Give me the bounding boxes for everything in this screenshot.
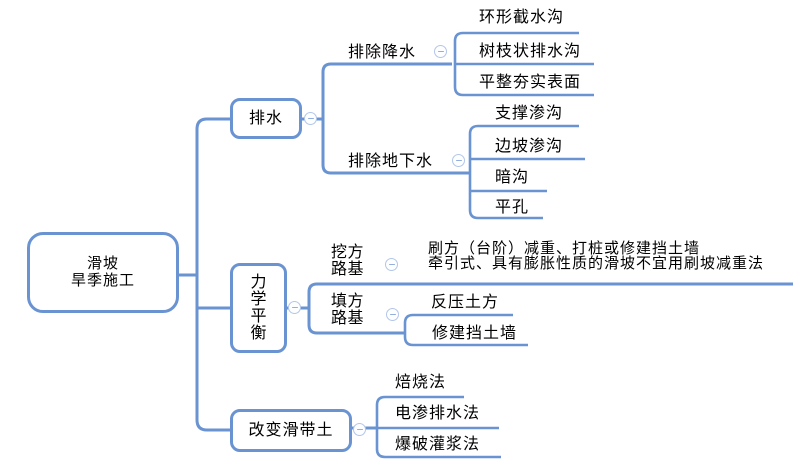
- leaf-cut-roadbed-note-line1: 刷方（台阶）减重、打桩或修建挡土墙: [428, 241, 701, 257]
- leaf-slope-seepage-ditch[interactable]: 边坡渗沟: [495, 138, 564, 155]
- topic-remove-rainwater[interactable]: 排除降水: [348, 44, 417, 61]
- leaf-branch-drain-ditch[interactable]: 树枝状排水沟: [479, 43, 582, 60]
- leaf-counter-pressure-earth[interactable]: 反压土方: [431, 294, 500, 311]
- node-root[interactable]: 滑坡 旱季施工: [27, 232, 179, 313]
- connector-trunk: [195, 117, 230, 432]
- leaf-support-seepage-ditch[interactable]: 支撑渗沟: [495, 105, 564, 122]
- collapse-icon-slide-soil[interactable]: [353, 423, 366, 436]
- leaf-cut-roadbed-note-line2: 牵引式、具有膨胀性质的滑坡不宜用刷坡减重法: [428, 256, 765, 272]
- node-drainage-label: 排水: [248, 110, 283, 127]
- leaf-horizontal-hole[interactable]: 平孔: [495, 199, 530, 216]
- node-change-slide-soil-label: 改变滑带土: [248, 422, 334, 439]
- leaf-roasting-method[interactable]: 焙烧法: [395, 374, 447, 391]
- leaf-flatten-compact-surface[interactable]: 平整夯实表面: [479, 74, 582, 91]
- topic-cut-roadbed-line2: 路基: [331, 260, 365, 278]
- collapse-icon-groundwater[interactable]: [452, 154, 465, 167]
- node-mechanical-balance-label: 力学平衡: [250, 274, 267, 342]
- topic-fill-roadbed-line2: 路基: [331, 309, 365, 327]
- connector-fill-bracket: [403, 313, 528, 347]
- node-change-slide-soil[interactable]: 改变滑带土: [230, 409, 352, 452]
- root-label: 滑坡 旱季施工: [71, 256, 135, 290]
- collapse-icon-drainage[interactable]: [304, 112, 317, 125]
- leaf-build-retaining-wall[interactable]: 修建挡土墙: [432, 325, 518, 342]
- connector-drainage-bracket: [321, 62, 470, 175]
- collapse-icon-fill-roadbed[interactable]: [386, 308, 399, 321]
- leaf-cut-roadbed-note[interactable]: 刷方（台阶）减重、打桩或修建挡土墙 牵引式、具有膨胀性质的滑坡不宜用刷坡减重法: [428, 242, 764, 272]
- leaf-electroosmosis-drainage[interactable]: 电渗排水法: [395, 405, 481, 422]
- collapse-icon-rain[interactable]: [434, 45, 447, 58]
- leaf-ring-intercept-ditch[interactable]: 环形截水沟: [479, 9, 565, 26]
- node-mechanical-balance[interactable]: 力学平衡: [230, 263, 287, 353]
- root-label-line2: 旱季施工: [70, 272, 135, 289]
- node-drainage[interactable]: 排水: [230, 98, 302, 139]
- leaf-blind-ditch[interactable]: 暗沟: [495, 169, 530, 186]
- topic-fill-roadbed[interactable]: 填方 路基: [331, 293, 365, 327]
- topic-cut-roadbed-line1: 挖方: [331, 244, 365, 261]
- connector-mechanical-bracket: [307, 282, 793, 335]
- collapse-icon-mechanical[interactable]: [288, 301, 301, 314]
- collapse-icon-cut-roadbed[interactable]: [385, 258, 398, 271]
- topic-fill-roadbed-line1: 填方: [331, 293, 365, 310]
- topic-cut-roadbed[interactable]: 挖方 路基: [331, 244, 365, 278]
- topic-remove-groundwater[interactable]: 排除地下水: [348, 153, 434, 170]
- connector-ground-bracket: [468, 124, 579, 220]
- leaf-blasting-grouting[interactable]: 爆破灌浆法: [395, 436, 481, 453]
- root-label-line1: 滑坡: [86, 255, 119, 272]
